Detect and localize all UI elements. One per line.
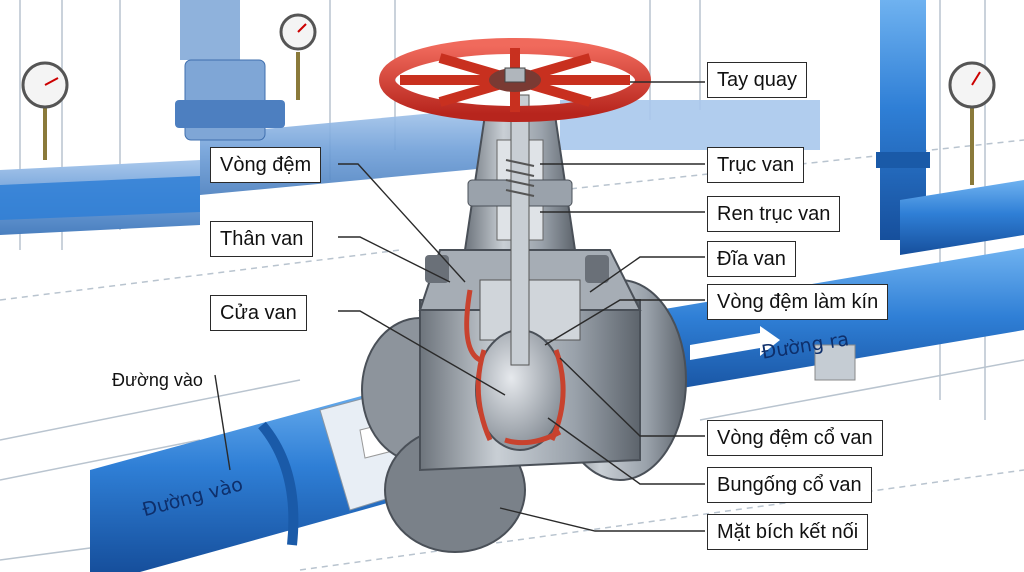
background-pipes bbox=[0, 0, 1024, 255]
label-handwheel: Tay quay bbox=[707, 62, 808, 98]
label-neck-gasket: Vòng đệm cổ van bbox=[707, 420, 883, 456]
leader-lines bbox=[214, 81, 705, 532]
label-stem-thread: Ren trục van bbox=[707, 196, 841, 232]
pressure-gauge-icon bbox=[279, 13, 317, 100]
label-valve-body: Thân van bbox=[210, 221, 314, 257]
label-inlet: Đường vào bbox=[112, 370, 203, 390]
label-valve-disc: Đĩa van bbox=[707, 241, 796, 277]
pressure-gauge-icon bbox=[21, 61, 69, 160]
pressure-gauge-icon bbox=[948, 61, 996, 185]
label-valve-stem: Trục van bbox=[707, 147, 805, 183]
label-neck-chamber: Bungống cổ van bbox=[707, 467, 872, 503]
label-sealing-gasket: Vòng đệm làm kín bbox=[707, 284, 889, 320]
label-gasket: Vòng đệm bbox=[210, 147, 322, 183]
handwheel-icon bbox=[379, 38, 651, 122]
label-connection-flange: Mặt bích kết nối bbox=[707, 514, 869, 550]
valve-bonnet bbox=[463, 94, 577, 366]
outlet-pipe bbox=[600, 248, 1024, 402]
valve-body bbox=[361, 249, 687, 553]
label-gate: Cửa van bbox=[210, 295, 307, 331]
flow-arrow-icon bbox=[690, 326, 780, 360]
